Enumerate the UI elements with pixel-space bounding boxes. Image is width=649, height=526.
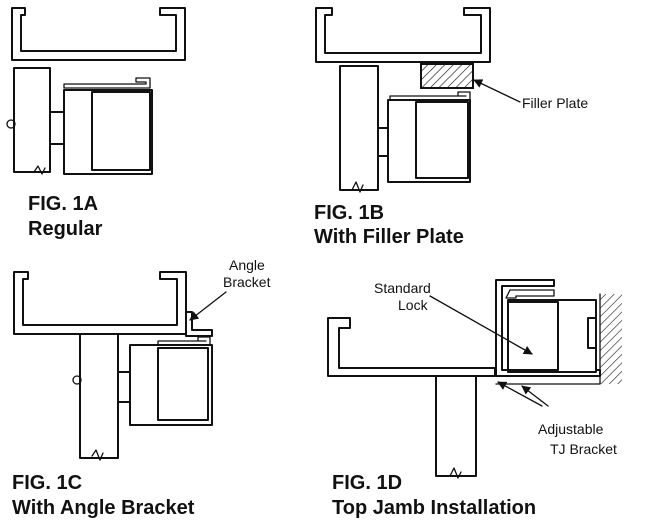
break-mark [91,449,104,461]
caption-1b-subtitle: With Filler Plate [314,226,464,248]
inner-bracket [505,289,555,299]
adjustable-leader-1 [497,381,543,407]
angle-bracket [185,311,213,337]
adjustable-leader-2 [521,385,549,407]
lock-face [415,101,469,179]
mounting-bracket [389,91,471,101]
angle-bracket-leader [189,291,227,321]
figure-1c: Angle Bracket FIG. 1C With Angle Bracket [12,257,271,519]
caption-1c-subtitle: With Angle Bracket [12,497,195,519]
mounting-bracket [157,336,211,346]
caption-1b-title: FIG. 1B [314,202,384,224]
caption-1a-subtitle: Regular [28,218,103,240]
filler-plate-label: Filler Plate [522,95,588,111]
lock-spindle [587,317,597,349]
adjustable-label-line2: TJ Bracket [550,441,617,457]
door-jamb [79,333,119,459]
lock-face [507,301,559,371]
caption-1c-title: FIG. 1C [12,472,82,494]
door-jamb [13,67,51,173]
figure-1b: Filler Plate FIG. 1B With Filler Plate [314,7,588,248]
figure-1a: FIG. 1A Regular [6,7,186,240]
adjustable-tj-bracket [495,279,601,377]
angle-bracket-label-line2: Bracket [223,274,271,290]
wall-hatch [600,294,622,384]
filler-plate-leader [473,79,521,103]
lock-face [157,347,209,421]
door-jamb [339,65,379,191]
break-mark [351,181,364,193]
door-knob [72,375,82,385]
break-mark [33,165,46,175]
lock-face [91,91,151,171]
break-mark [449,467,462,479]
standard-lock-leader [429,295,533,355]
filler-plate [420,63,474,89]
header-channel [13,271,187,335]
lock-spindle [49,111,65,145]
caption-1d-title: FIG. 1D [332,472,402,494]
standard-lock-label-line2: Lock [398,297,429,313]
caption-1d-subtitle: Top Jamb Installation [332,497,536,519]
adjustable-label-line1: Adjustable [538,421,604,437]
angle-bracket-label-line1: Angle [229,257,265,273]
mounting-bracket [63,77,151,89]
standard-lock-label-line1: Standard [374,280,431,296]
caption-1a-title: FIG. 1A [28,193,98,215]
header-channel [315,7,491,63]
header-channel [11,7,186,61]
wall-outline [495,293,601,385]
door-jamb [435,375,477,477]
figure-1d: Standard Lock Adjustable TJ Bracket FIG.… [327,279,622,519]
door-knob [6,119,16,129]
header-channel [327,317,496,377]
